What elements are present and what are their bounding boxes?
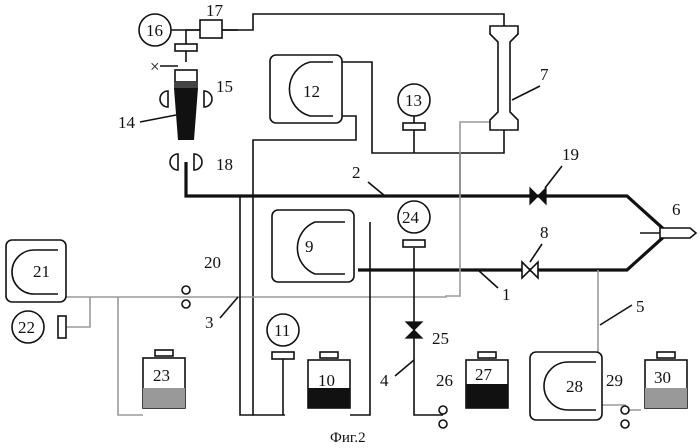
valve-8 <box>522 262 538 278</box>
label-10: 10 <box>318 371 335 390</box>
label-29: 29 <box>606 371 623 390</box>
label-26: 26 <box>436 371 453 390</box>
column-7 <box>490 26 518 130</box>
label-5: 5 <box>636 297 645 316</box>
figure-caption: Фиг.2 <box>330 430 366 446</box>
sensor-24-gauge <box>403 240 425 247</box>
magnet-15-right <box>204 91 212 107</box>
label-7: 7 <box>540 65 549 84</box>
label-15: 15 <box>216 77 233 96</box>
valve-25 <box>406 322 422 338</box>
sensor-13-gauge <box>403 123 425 130</box>
label-24: 24 <box>402 208 420 227</box>
sensor-20-bottom <box>182 300 190 308</box>
sensor-22-gauge <box>58 316 66 338</box>
leader-2 <box>368 182 385 196</box>
leader-19 <box>545 166 562 188</box>
magnet-18-right <box>194 154 202 170</box>
line-9-left <box>240 196 253 415</box>
leader-14 <box>140 115 176 122</box>
label-28: 28 <box>566 377 583 396</box>
sensor-26-bottom <box>439 420 447 428</box>
container-23-cap <box>155 350 173 356</box>
label-25: 25 <box>432 329 449 348</box>
label-3: 3 <box>205 313 214 332</box>
container-10-cap <box>320 352 338 358</box>
label-1: 1 <box>502 285 511 304</box>
label-23: 23 <box>153 366 170 385</box>
leader-1 <box>478 270 498 288</box>
label-14: 14 <box>118 113 136 132</box>
leader-4 <box>395 360 414 376</box>
label-22: 22 <box>18 318 35 337</box>
sensor-26-top <box>439 406 447 414</box>
x-mark: × <box>150 57 160 76</box>
label-6: 6 <box>672 200 681 219</box>
line-1 <box>358 233 668 270</box>
line-23 <box>118 297 143 415</box>
container-30-fill <box>645 388 687 408</box>
container-27-fill <box>466 384 508 408</box>
leader-3 <box>220 297 238 318</box>
label-19: 19 <box>562 145 579 164</box>
leader-5 <box>600 305 632 325</box>
valve-19 <box>530 188 546 204</box>
line-7-down <box>460 130 504 196</box>
container-23-fill <box>143 388 185 408</box>
cartridge-14-top <box>175 70 197 82</box>
label-13: 13 <box>405 91 422 110</box>
cartridge-14-body <box>174 88 198 140</box>
cartridge-14-band <box>174 82 198 88</box>
line-top <box>186 14 504 62</box>
label-16: 16 <box>146 21 163 40</box>
component-17 <box>200 20 222 38</box>
connector-6 <box>660 228 696 238</box>
sensor-11-gauge <box>272 352 294 359</box>
container-27-cap <box>478 352 496 358</box>
leader-7 <box>512 86 540 100</box>
magnet-15-left <box>160 91 168 107</box>
label-11: 11 <box>274 321 290 340</box>
magnet-18-left <box>170 154 178 170</box>
label-8: 8 <box>540 223 549 242</box>
label-20: 20 <box>204 253 221 272</box>
label-9: 9 <box>305 237 314 256</box>
sensor-29-top <box>621 406 629 414</box>
label-17: 17 <box>206 1 224 20</box>
leader-8 <box>530 244 542 262</box>
label-12: 12 <box>303 82 320 101</box>
sensor-20-top <box>182 286 190 294</box>
label-30: 30 <box>654 368 671 387</box>
sensor-29-bottom <box>621 420 629 428</box>
label-4: 4 <box>380 371 389 390</box>
container-10-fill <box>308 388 350 408</box>
label-2: 2 <box>352 163 361 182</box>
container-30-cap <box>657 352 675 358</box>
label-18: 18 <box>216 155 233 174</box>
label-27: 27 <box>475 365 493 384</box>
label-21: 21 <box>33 262 50 281</box>
sensor-17-gauge <box>175 44 197 51</box>
